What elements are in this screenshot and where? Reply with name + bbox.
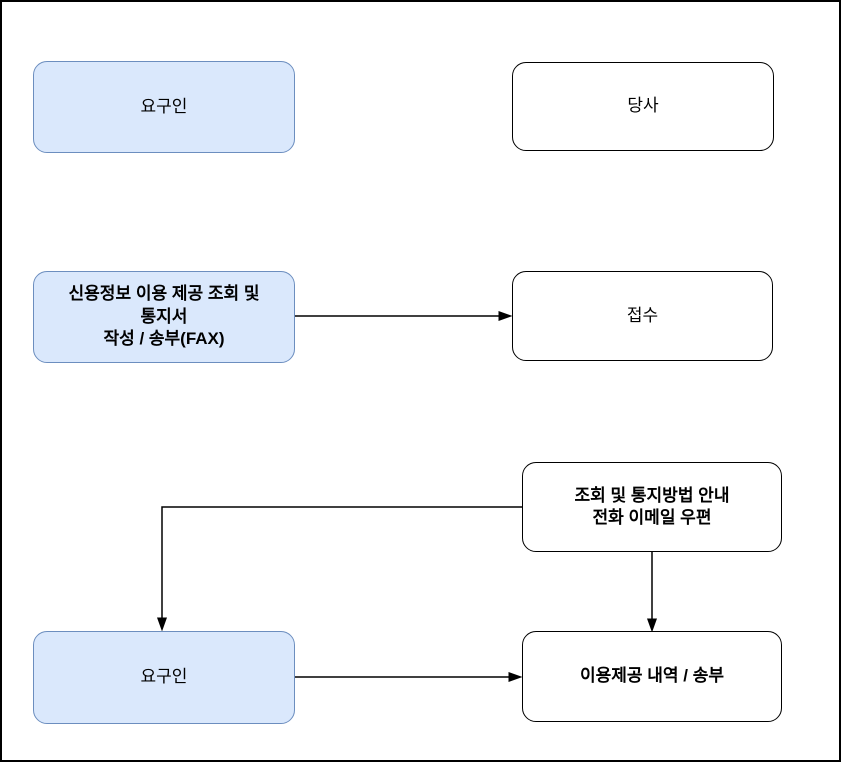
node-guide: 조회 및 통지방법 안내 전화 이메일 우편 (522, 462, 782, 552)
node-notice: 신용정보 이용 제공 조회 및 통지서 작성 / 송부(FAX) (33, 271, 295, 363)
node-company-label: 당사 (627, 96, 659, 116)
node-reception-label: 접수 (626, 305, 659, 325)
node-history: 이용제공 내역 / 송부 (522, 631, 782, 722)
arrow-guide-to-history (646, 552, 658, 633)
node-guide-label: 조회 및 통지방법 안내 전화 이메일 우편 (574, 485, 730, 527)
node-requester-bottom-label: 요구인 (140, 667, 188, 687)
arrow-guide-to-requester-bottom (156, 506, 522, 632)
arrow-notice-to-reception (295, 310, 513, 322)
node-history-label: 이용제공 내역 / 송부 (579, 666, 724, 686)
node-notice-label: 신용정보 이용 제공 조회 및 통지서 작성 / 송부(FAX) (68, 284, 260, 349)
node-requester-bottom: 요구인 (33, 631, 295, 724)
node-reception: 접수 (512, 271, 773, 361)
node-company: 당사 (512, 62, 774, 151)
arrow-requester-bottom-to-history (295, 671, 523, 683)
node-requester-top-label: 요구인 (140, 96, 188, 116)
node-requester-top: 요구인 (33, 61, 295, 153)
